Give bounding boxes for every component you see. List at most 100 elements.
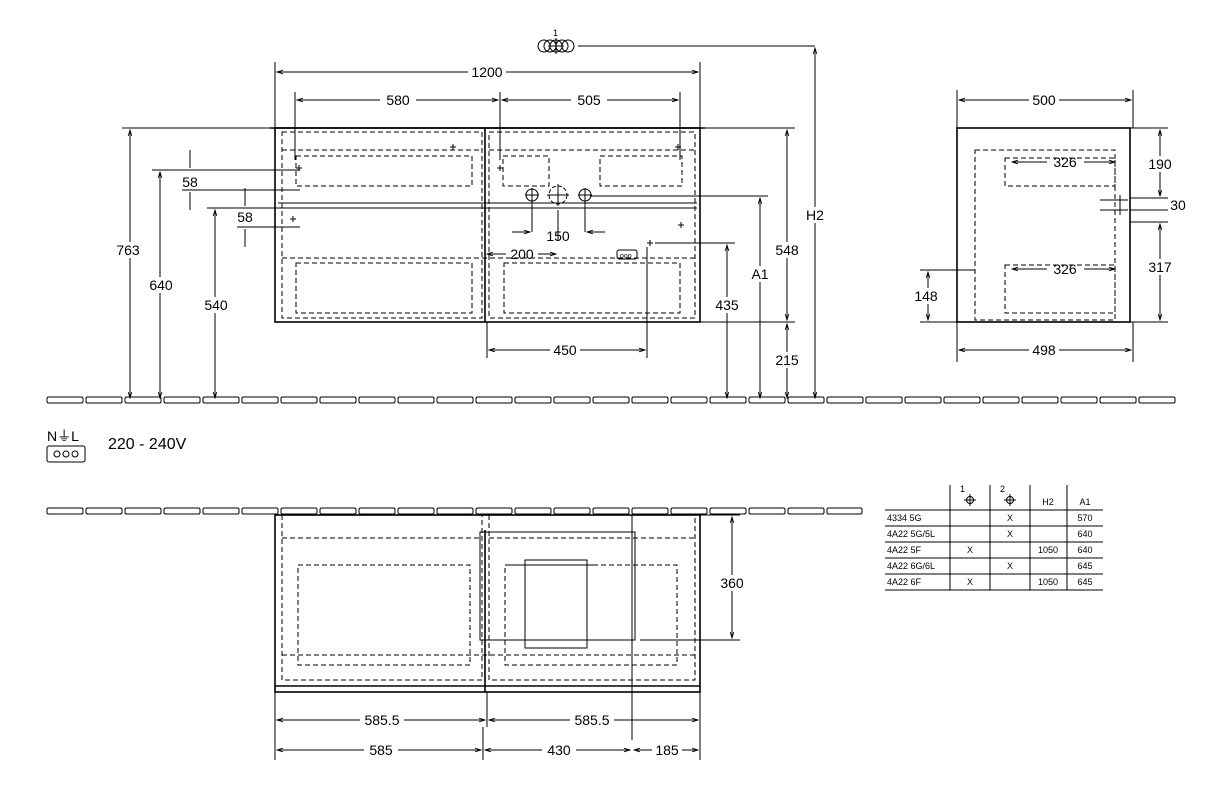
dim-1200: 1200 (471, 64, 502, 80)
wall-brick (475, 507, 513, 515)
svg-text:326: 326 (1053, 154, 1077, 170)
table-cell: 570 (1077, 513, 1092, 523)
svg-text:148: 148 (914, 288, 938, 304)
wall-line-top-view (46, 507, 863, 515)
table-header: 1 2 H2 A1 (960, 484, 1091, 507)
wall-brick (553, 507, 591, 515)
drain-connection-icon (525, 184, 592, 206)
wall-brick (397, 396, 435, 404)
wall-brick (163, 507, 201, 515)
wall-brick (1099, 396, 1137, 404)
side-view: 500 498 326 326 190 30 317 148 (912, 90, 1186, 362)
wall-brick (787, 396, 825, 404)
power-supply: N⏚L 220 - 240V (46, 428, 187, 463)
wall-brick (358, 396, 396, 404)
wall-brick (436, 507, 474, 515)
svg-text:585.5: 585.5 (364, 712, 399, 728)
drawer-upper-left (295, 155, 473, 187)
wall-brick (358, 507, 396, 515)
table-cell: 4334 5G (887, 513, 922, 523)
wall-brick (46, 396, 84, 404)
wall-brick (1021, 396, 1059, 404)
wall-brick (709, 396, 747, 404)
wall-brick (85, 507, 123, 515)
wall-brick (319, 507, 357, 515)
svg-text:H2: H2 (1042, 497, 1054, 507)
wall-brick (124, 396, 162, 404)
wall-brick (748, 396, 786, 404)
svg-text:585.5: 585.5 (574, 712, 609, 728)
svg-text:A1: A1 (1079, 497, 1090, 507)
svg-text:ooo: ooo (620, 253, 632, 260)
wall-brick (514, 396, 552, 404)
wall-brick (514, 507, 552, 515)
svg-text:A1: A1 (751, 266, 768, 282)
table-cell: 640 (1077, 545, 1092, 555)
table-cell: 1050 (1038, 577, 1058, 587)
wall-brick (904, 396, 942, 404)
drawer-lower-left (295, 262, 473, 314)
table-cell: X (1007, 513, 1013, 523)
svg-text:585: 585 (369, 742, 393, 758)
svg-text:1: 1 (553, 28, 558, 38)
connection-2-icon (1004, 494, 1016, 506)
wall-brick (202, 396, 240, 404)
wall-brick (397, 507, 435, 515)
svg-text:H2: H2 (806, 207, 824, 223)
table-cell: 640 (1077, 529, 1092, 539)
svg-text:30: 30 (1170, 197, 1186, 213)
svg-text:1: 1 (960, 484, 965, 494)
svg-text:450: 450 (553, 342, 577, 358)
wall-brick (826, 396, 864, 404)
svg-text:190: 190 (1148, 156, 1172, 172)
drawer-lower-right (503, 262, 681, 314)
socket-icon (46, 445, 86, 463)
wall-brick (475, 396, 513, 404)
connection-1-icon (964, 494, 976, 506)
socket-icon (616, 249, 638, 260)
wall-brick (1138, 396, 1176, 404)
svg-text:640: 640 (149, 277, 173, 293)
wall-brick (865, 396, 903, 404)
wall-brick (631, 396, 669, 404)
svg-text:580: 580 (386, 92, 410, 108)
svg-text:317: 317 (1148, 259, 1172, 275)
table-cell: 4A22 5G/5L (887, 529, 935, 539)
wall-brick (592, 396, 630, 404)
table-cell: X (967, 545, 973, 555)
svg-text:548: 548 (775, 242, 799, 258)
svg-text:215: 215 (775, 352, 799, 368)
wall-brick (553, 396, 591, 404)
svg-text:2: 2 (1000, 484, 1005, 494)
svg-text:150: 150 (546, 228, 570, 244)
svg-text:200: 200 (510, 246, 534, 262)
wall-brick (1060, 396, 1098, 404)
table-row: 4A22 5F X 1050 640 (887, 545, 1093, 555)
svg-text:360: 360 (720, 575, 744, 591)
top-view: 360 585.5 585.5 585 430 185 (274, 514, 748, 760)
svg-text:505: 505 (577, 92, 601, 108)
svg-text:763: 763 (116, 242, 140, 258)
table-cell: 1050 (1038, 545, 1058, 555)
svg-text:498: 498 (1032, 342, 1056, 358)
front-view: ooo 1 1200 580 505 763 640 540 (112, 28, 828, 398)
wall-brick (319, 396, 357, 404)
wall-brick (202, 507, 240, 515)
wall-brick (670, 507, 708, 515)
svg-text:540: 540 (204, 297, 228, 313)
table-cell: 4A22 6F (887, 577, 922, 587)
svg-text:58: 58 (182, 174, 198, 190)
table-cell: 4A22 5F (887, 545, 922, 555)
svg-text:500: 500 (1032, 92, 1056, 108)
wall-brick (748, 507, 786, 515)
table-cell: 645 (1077, 561, 1092, 571)
table-cell: X (967, 577, 973, 587)
wall-brick (124, 507, 162, 515)
side-outline (956, 127, 1131, 323)
wall-brick (943, 396, 981, 404)
wall-brick (631, 507, 669, 515)
